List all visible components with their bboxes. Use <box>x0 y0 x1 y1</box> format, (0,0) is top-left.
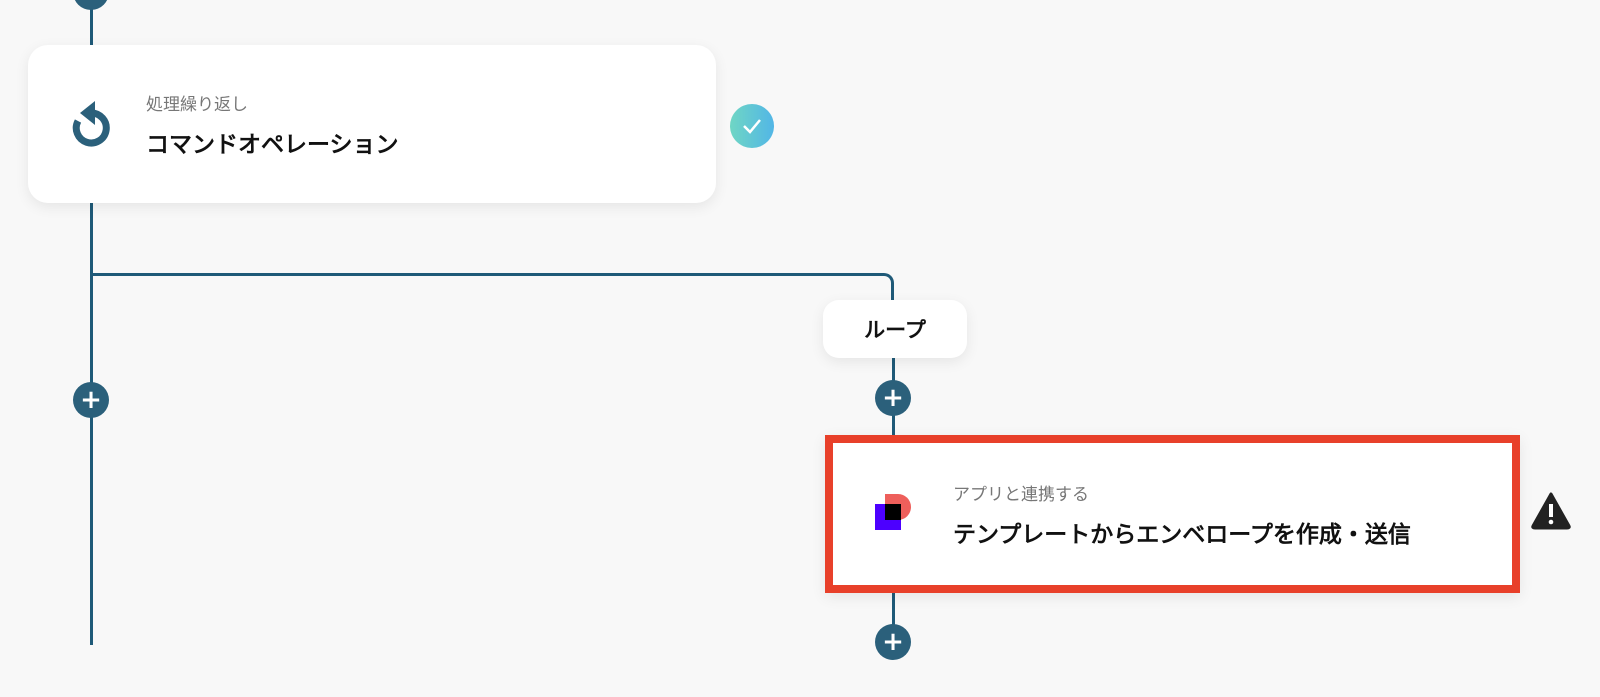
node-title: コマンドオペレーション <box>146 131 399 158</box>
add-step-button-loop[interactable]: + <box>875 380 911 416</box>
loop-label-text: ループ <box>864 318 926 342</box>
add-step-button-after-app[interactable]: + <box>875 624 911 660</box>
loop-operation-card[interactable]: 処理繰り返し コマンドオペレーション <box>28 45 716 203</box>
add-step-button-main[interactable]: + <box>73 382 109 418</box>
warning-icon <box>1531 492 1571 534</box>
add-step-button-top[interactable]: + <box>73 0 109 10</box>
node-category: 処理繰り返し <box>146 94 248 115</box>
flow-line-loop-after <box>892 590 895 630</box>
flow-line-branch <box>90 273 894 303</box>
loop-arrow-icon <box>68 99 114 149</box>
flow-line-main <box>90 0 93 645</box>
node-category: アプリと連携する <box>953 484 1089 505</box>
app-action-card[interactable]: アプリと連携する テンプレートからエンベロープを作成・送信 <box>825 435 1520 593</box>
loop-branch-label: ループ <box>823 300 967 358</box>
node-title: テンプレートからエンベロープを作成・送信 <box>953 521 1411 548</box>
check-status-icon <box>730 104 774 148</box>
docusign-logo-icon <box>875 494 915 534</box>
